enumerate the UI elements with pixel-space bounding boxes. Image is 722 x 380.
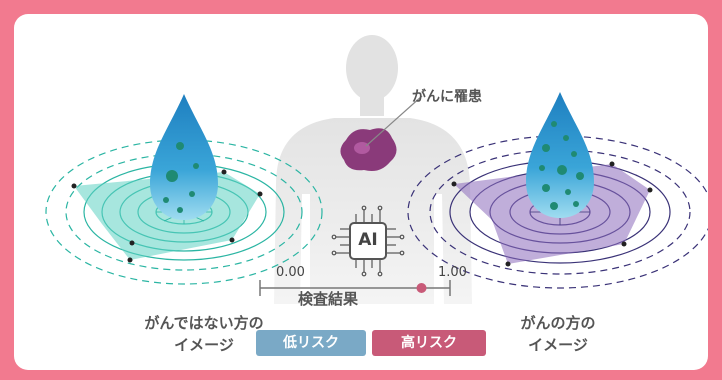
- cancer-caption: がんの方の イメージ: [458, 312, 658, 356]
- non-cancer-caption: がんではない方の イメージ: [104, 312, 304, 356]
- tumor-icon: [340, 95, 423, 171]
- scale-max-label: 1.00: [438, 265, 467, 280]
- result-title: 検査結果: [298, 290, 359, 308]
- cancer-caption-line1: がんの方の: [520, 314, 596, 332]
- ai-chip-label: AI: [358, 230, 378, 250]
- cancer-caption-line2: イメージ: [528, 336, 588, 354]
- non-cancer-caption-line1: がんではない方の: [144, 314, 264, 332]
- risk-scale: [259, 280, 451, 296]
- droplet-icon: [526, 92, 594, 218]
- high-risk-badge: 高リスク: [372, 330, 486, 356]
- illustration: [45, 35, 708, 304]
- card: AI がんに罹患 0.00 1.00 検査結果 低リスク 高リスク がんではない…: [14, 14, 708, 370]
- droplet-icon: [150, 94, 218, 220]
- human-silhouette-icon: [274, 35, 472, 304]
- ai-chip-icon: [331, 205, 405, 277]
- low-risk-badge: 低リスク: [256, 330, 366, 356]
- cancer-callout: がんに罹患: [412, 89, 482, 105]
- risk-marker: [416, 283, 427, 293]
- non-cancer-caption-line2: イメージ: [174, 336, 234, 354]
- scale-min-label: 0.00: [276, 265, 305, 280]
